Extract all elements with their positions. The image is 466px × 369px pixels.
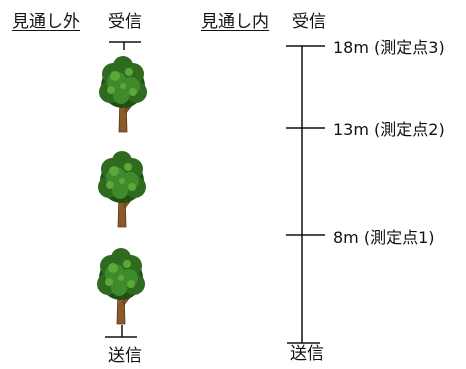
measurement-point-3-label: 18m (測定点3) [333, 38, 445, 57]
measurement-point-2-label: 13m (測定点2) [333, 120, 445, 139]
left-receive-label: 受信 [108, 12, 142, 32]
left-heading: 見通し外 [12, 12, 80, 32]
right-receive-label: 受信 [292, 12, 326, 32]
right-heading: 見通し内 [201, 12, 269, 32]
right-transmit-label: 送信 [290, 344, 324, 364]
tree-icon-bottom [96, 247, 146, 325]
tree-icon-middle [97, 150, 147, 228]
measurement-point-1-label: 8m (測定点1) [333, 228, 435, 247]
left-transmit-label: 送信 [108, 346, 142, 366]
tree-icon-top [98, 55, 148, 133]
